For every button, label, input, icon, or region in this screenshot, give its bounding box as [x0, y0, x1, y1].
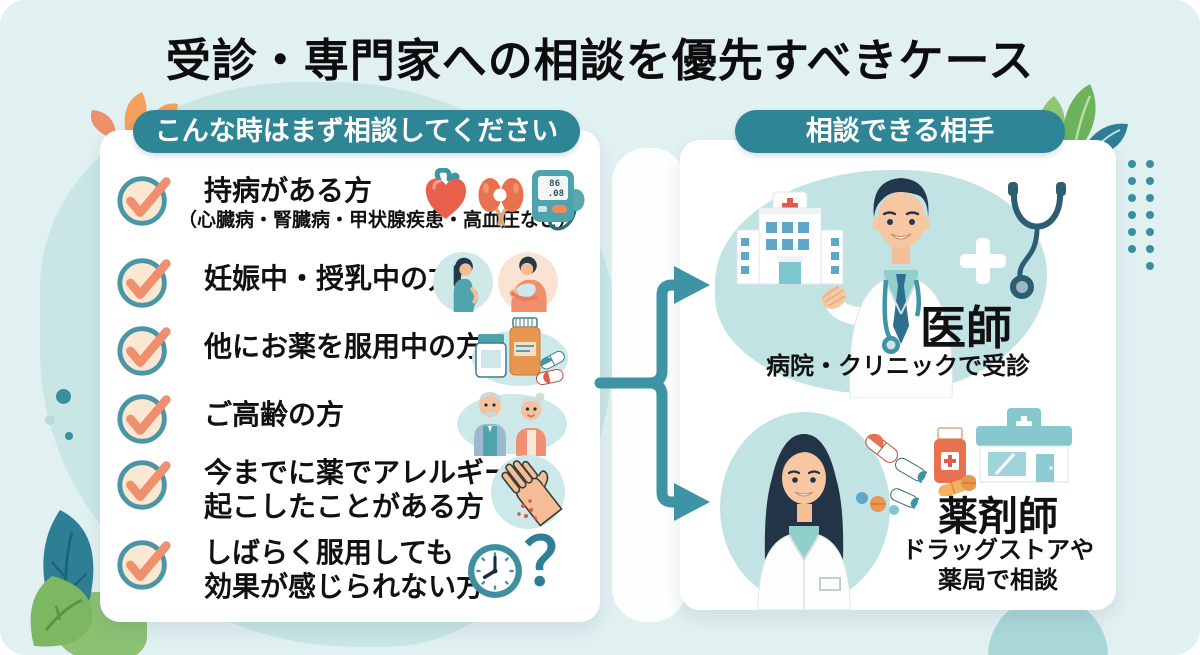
- checkmark-icon: [117, 176, 171, 226]
- leaves-bottom-left-icon: [30, 510, 94, 647]
- item-subtitle: （心臓病・腎臓病・甲状腺疾患・高血圧など）: [178, 210, 578, 231]
- hand-rash-icon: [491, 455, 565, 529]
- list-item: ご高齢の方: [100, 388, 600, 456]
- capsules-icon: [856, 433, 928, 515]
- kidneys-icon: [478, 178, 524, 226]
- list-item: 今までに薬でアレルギーを 起こしたことがある方: [100, 454, 600, 532]
- breastfeeding-icon: [498, 252, 558, 312]
- hospital-icon: [736, 191, 844, 285]
- checkmark-icon: [117, 258, 171, 308]
- checkmark-icon: [117, 460, 171, 510]
- medicine-bottles-icon: [472, 317, 568, 386]
- pharmacist-desc-line1: ドラッグストアや: [902, 537, 1094, 564]
- heart-icon: [425, 168, 466, 219]
- item-title: 他にお薬を服用中の方: [204, 331, 485, 362]
- list-item: しばらく服用しても 効果が感じられない方 ？: [100, 525, 600, 612]
- medicine-bottle-icon: [934, 427, 976, 496]
- svg-text:86: 86: [549, 179, 560, 189]
- right-panel-badge: 相談できる相手: [735, 110, 1065, 153]
- list-item: 他にお薬を服用中の方: [100, 317, 600, 386]
- consult-targets-card: 医師 病院・クリニックで受診: [680, 140, 1116, 610]
- branch-arrows-icon: [594, 266, 710, 521]
- pharmacist-name: 薬剤師: [938, 495, 1058, 539]
- item-title: しばらく服用しても: [204, 537, 454, 568]
- checkmark-icon: [117, 540, 171, 590]
- plus-icon: [960, 238, 1006, 284]
- dot-decoration: [45, 415, 55, 425]
- question-mark-icon: ？: [524, 525, 590, 599]
- stethoscope-icon: [1008, 182, 1066, 299]
- pharmacist-desc-line2: 薬局で相談: [938, 567, 1058, 594]
- svg-text:.08: .08: [548, 189, 564, 199]
- doctor-name: 医師: [920, 302, 1012, 354]
- left-panel-badge: こんな時はまず相談してください: [133, 110, 580, 153]
- dot-grid-decoration: [1128, 160, 1154, 270]
- page-title: 受診・専門家への相談を優先すべきケース: [165, 35, 1035, 86]
- doctor-icon: [821, 178, 953, 398]
- item-title: 持病がある方: [204, 175, 373, 206]
- checkmark-icon: [117, 326, 171, 376]
- dot-decoration: [65, 432, 73, 440]
- clock-icon: [468, 544, 522, 598]
- item-title: ご高齢の方: [204, 399, 345, 430]
- item-title: 今までに薬でアレルギーを: [204, 457, 541, 488]
- dot-decoration: [56, 389, 71, 404]
- item-title-line2: 起こしたことがある方: [204, 491, 485, 522]
- pharmacist-icon: [757, 434, 851, 610]
- blood-pressure-monitor-icon: 86 .08: [532, 170, 585, 231]
- warning-cases-card: 持病がある方 （心臓病・腎臓病・甲状腺疾患・高血圧など）: [100, 130, 600, 622]
- item-title: 妊娠中・授乳中の方: [204, 263, 457, 294]
- item-title-line2: 効果が感じられない方: [204, 571, 485, 602]
- pharmacy-store-icon: [976, 408, 1072, 483]
- doctor-desc: 病院・クリニックで受診: [766, 353, 1030, 380]
- checkmark-icon: [117, 394, 171, 444]
- pregnant-woman-icon: [433, 252, 493, 312]
- list-item: 持病がある方 （心臓病・腎臓病・甲状腺疾患・高血圧など）: [100, 168, 600, 246]
- elderly-couple-icon: [457, 392, 567, 456]
- list-item: 妊娠中・授乳中の方: [100, 252, 600, 316]
